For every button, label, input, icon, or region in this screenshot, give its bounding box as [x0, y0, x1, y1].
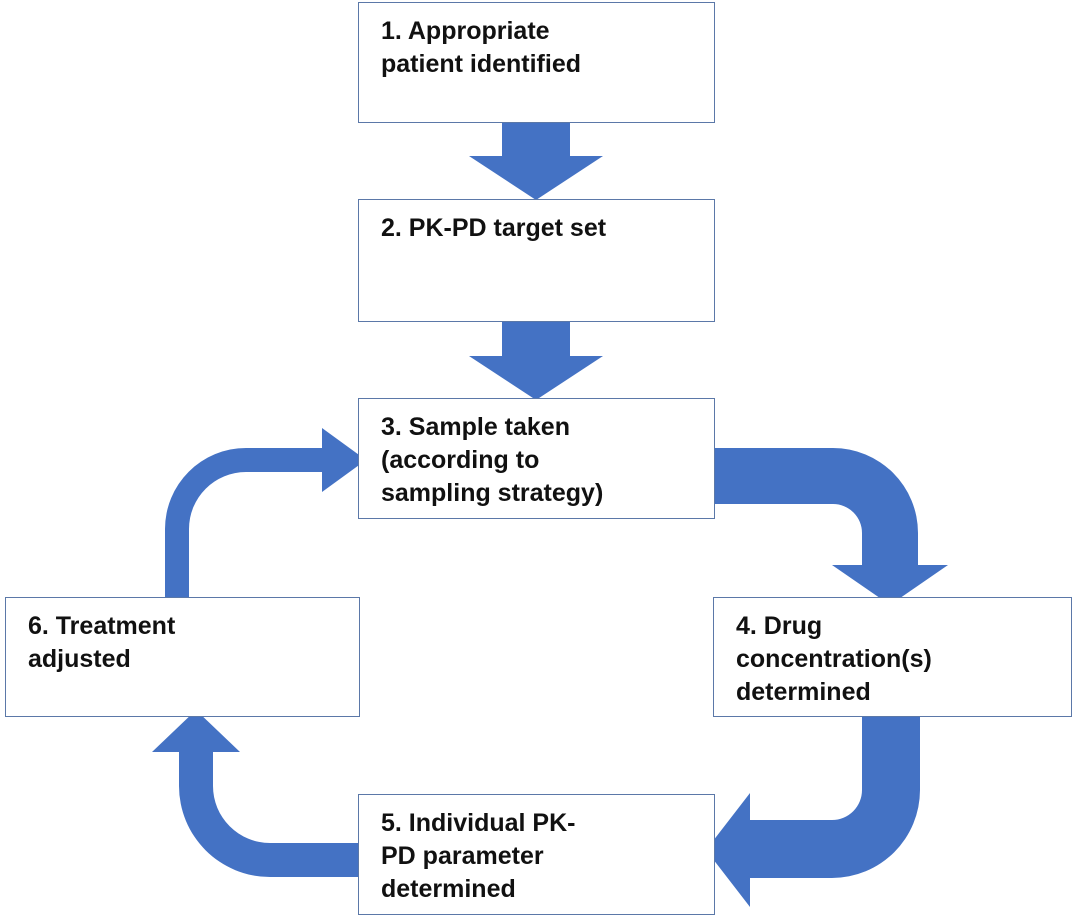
arrow-5-to-6: [152, 710, 366, 877]
step-label-5: 5. Individual PK- PD parameter determine…: [381, 809, 576, 903]
step-label-2: 2. PK-PD target set: [381, 214, 607, 242]
step-box-4: 4. Drug concentration(s) determined: [713, 597, 1072, 717]
step-box-2: 2. PK-PD target set: [358, 199, 715, 322]
step-box-1: 1. Appropriate patient identified: [358, 2, 715, 123]
step-box-6: 6. Treatment adjusted: [5, 597, 360, 717]
step-label-4: 4. Drug concentration(s) determined: [736, 612, 932, 706]
arrow-4-to-5: [706, 712, 920, 907]
step-label-1: 1. Appropriate patient identified: [381, 17, 581, 78]
arrow-1-to-2: [469, 118, 603, 200]
step-box-5: 5. Individual PK- PD parameter determine…: [358, 794, 715, 915]
step-box-3: 3. Sample taken (according to sampling s…: [358, 398, 715, 519]
arrow-6-to-3: [165, 428, 366, 602]
step-label-3: 3. Sample taken (according to sampling s…: [381, 413, 604, 507]
step-label-6: 6. Treatment adjusted: [28, 612, 176, 673]
arrow-2-to-3: [469, 313, 603, 400]
arrow-3-to-4: [703, 448, 948, 605]
